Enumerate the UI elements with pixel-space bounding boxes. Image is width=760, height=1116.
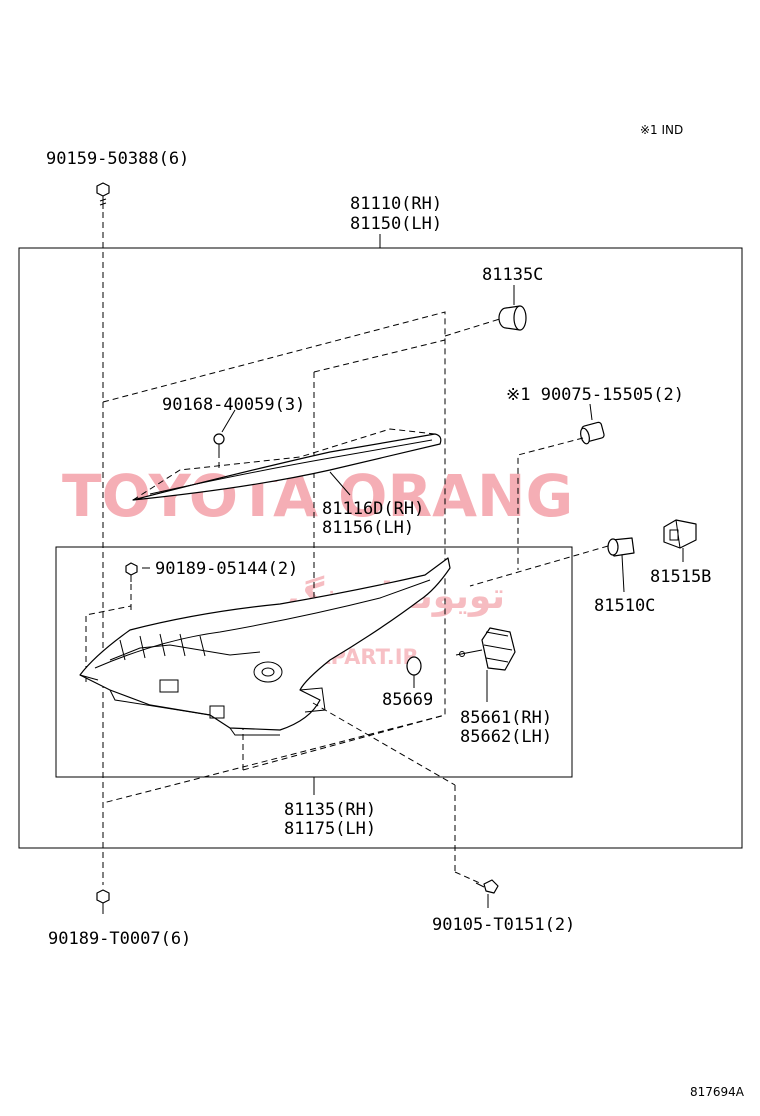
label-81175-lh: 81175(LH) xyxy=(284,819,376,839)
label-81150-lh: 81150(LH) xyxy=(350,214,442,234)
headlamp-unit xyxy=(455,627,516,671)
bulb-81510c xyxy=(607,537,635,557)
label-85662-lh: 85662(LH) xyxy=(460,727,552,747)
screw-inner xyxy=(125,562,138,582)
label-90189-05144: 90189-05144(2) xyxy=(155,559,298,579)
label-90105-t0151: 90105-T0151(2) xyxy=(432,915,575,935)
label-81156-lh: 81156(LH) xyxy=(322,518,414,538)
axis-screw-bottom-right xyxy=(312,702,456,786)
screw-mid xyxy=(213,433,225,452)
label-90159-50388: 90159-50388(6) xyxy=(46,149,189,169)
axis-housing-left xyxy=(85,605,132,682)
leader-led xyxy=(329,471,351,496)
label-81116d-rh: 81116D(RH) xyxy=(322,499,424,519)
label-90189-t0007: 90189-T0007(6) xyxy=(48,929,191,949)
explode-box-outer xyxy=(102,311,446,804)
label-81110-rh: 81110(RH) xyxy=(350,194,442,214)
screw-top-left xyxy=(96,182,110,209)
gasket-85669 xyxy=(406,656,422,676)
leader-81510c xyxy=(621,554,625,593)
label-90168-40059: 90168-40059(3) xyxy=(162,395,305,415)
label-90075-15505: ※1 90075-15505(2) xyxy=(506,385,684,405)
explode-box-mid-top xyxy=(313,339,446,373)
leader-screw-mid xyxy=(221,409,236,433)
cap-81135c xyxy=(498,305,527,331)
explode-box-front-bottom xyxy=(242,714,446,771)
axis-bulb-81510c xyxy=(469,545,609,587)
figure-id: 817694A xyxy=(690,1085,745,1099)
note-ind: ※1 IND xyxy=(640,123,683,137)
screw-bottom-left xyxy=(96,889,110,914)
socket-81515b xyxy=(663,519,697,549)
label-81135c: 81135C xyxy=(482,265,543,285)
led-strip xyxy=(132,428,442,501)
axis-screw-bottom-right-3 xyxy=(454,871,483,885)
axis-bulb xyxy=(517,437,584,570)
leader-bulb-ref xyxy=(589,403,593,421)
axis-cap xyxy=(444,317,504,337)
label-81515b: 81515B xyxy=(650,567,711,587)
bulb-small xyxy=(580,421,605,445)
screw-bottom-right xyxy=(475,879,499,894)
label-85661-rh: 85661(RH) xyxy=(460,708,552,728)
label-85669: 85669 xyxy=(382,690,433,710)
label-81135-rh: 81135(RH) xyxy=(284,800,376,820)
label-81510c: 81510C xyxy=(594,596,655,616)
headlamp-housing xyxy=(79,557,451,736)
